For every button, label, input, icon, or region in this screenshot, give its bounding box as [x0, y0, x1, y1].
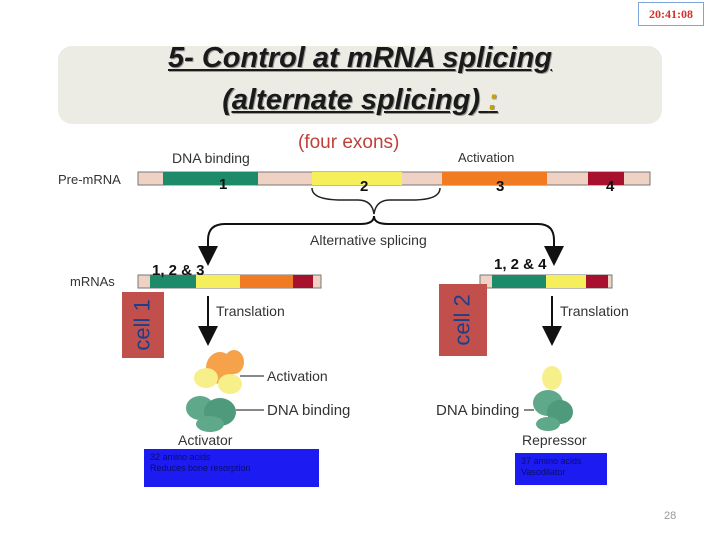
activator-protein [186, 350, 244, 432]
mrnas-label: mRNAs [70, 274, 115, 289]
right-mrna-bar [479, 274, 613, 289]
dna-binding-left-label: DNA binding [267, 402, 351, 419]
splicing-brace [311, 187, 441, 215]
dna-binding-right-label: DNA binding [436, 402, 520, 419]
left-exon-combination: 1, 2 & 3 [152, 262, 205, 279]
right-exon-combination: 1, 2 & 4 [494, 256, 547, 273]
left-mrna-bar [137, 274, 322, 289]
repressor-protein [533, 366, 573, 431]
translation-right-label: Translation [560, 303, 629, 319]
alternative-splicing-label: Alternative splicing [310, 232, 427, 248]
page-number: 28 [664, 510, 677, 522]
exon-2 [312, 172, 402, 185]
repressor-info-box: 37 amino acids Vasodilator [515, 453, 607, 485]
activator-label: Activator [178, 432, 233, 448]
activation-top-label: Activation [458, 150, 515, 165]
slide-title-line2: (alternate splicing) : [222, 84, 498, 116]
left-splicing-arrow [198, 215, 375, 266]
repressor-label: Repressor [522, 432, 587, 448]
exon-4 [588, 172, 624, 185]
pre-mrna-bar [137, 171, 651, 186]
four-exons-label: (four exons) [298, 132, 400, 153]
exon-3 [442, 172, 547, 185]
pre-mrna-label: Pre-mRNA [58, 172, 121, 187]
exon-number-2: 2 [360, 178, 369, 195]
activator-info-box: 32 amino acids Reduces bone resorption [144, 449, 319, 487]
clock: 20:41:08 [638, 2, 704, 26]
slide-title-line1: 5- Control at mRNA splicing [168, 42, 552, 74]
translation-left-label: Translation [216, 303, 285, 319]
dna-binding-top-label: DNA binding [172, 150, 250, 166]
exon-number-1: 1 [219, 176, 228, 193]
exon-1 [163, 172, 258, 185]
right-splicing-arrow [373, 215, 564, 266]
cell-2-label: cell 2 [439, 284, 487, 356]
activation-label: Activation [267, 368, 328, 384]
exon-number-4: 4 [606, 178, 615, 195]
cell-1-label: cell 1 [122, 292, 164, 358]
title-background [58, 46, 662, 124]
exon-number-3: 3 [496, 178, 505, 195]
